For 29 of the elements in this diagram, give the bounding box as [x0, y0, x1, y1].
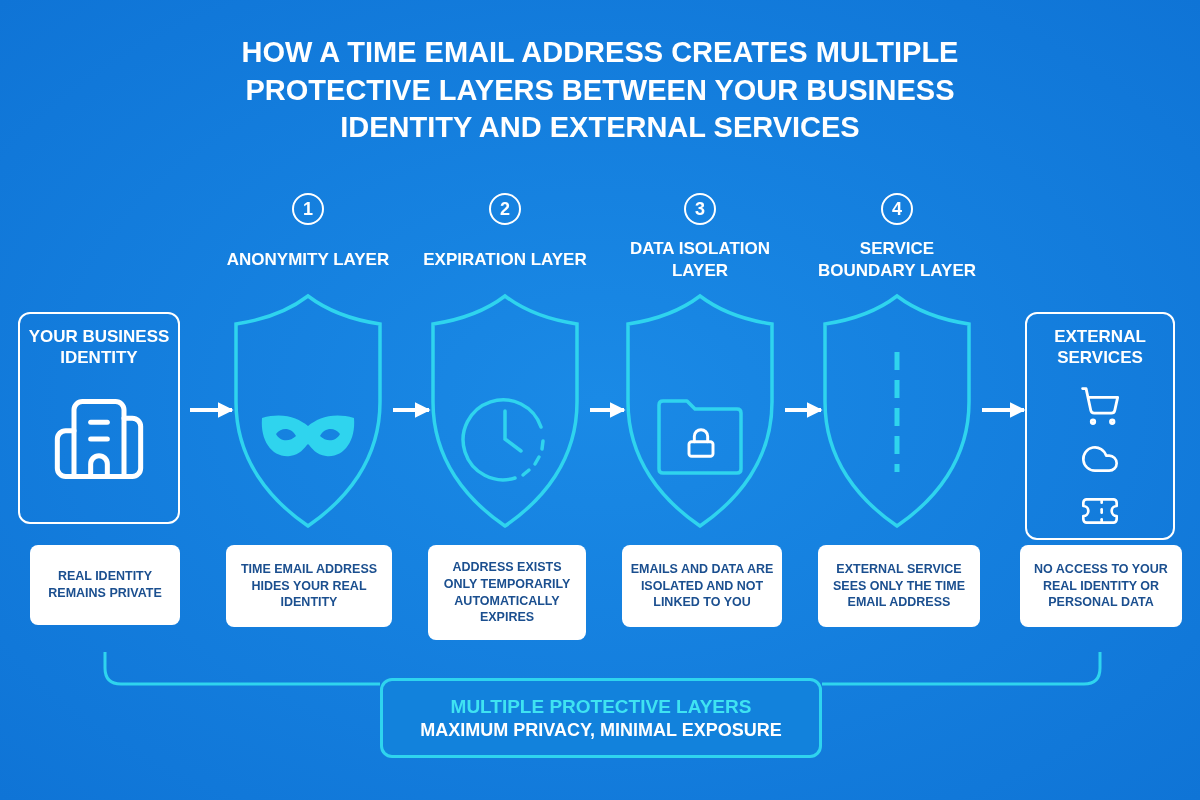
arrow [982, 402, 1026, 418]
summary-box [380, 678, 822, 758]
caption-card [818, 545, 980, 627]
caption-text: ADDRESS EXISTS ONLY TEMPORARILY AUTOMATICALLY EXPIRES [442, 558, 572, 627]
panel-heading: EXTERNAL SERVICES [1053, 326, 1147, 369]
panel-heading: YOUR BUSINESS IDENTITY [27, 326, 171, 369]
identity-panel [18, 312, 180, 524]
caption-card [226, 545, 392, 627]
layer-heading: SERVICE BOUNDARY LAYER [816, 237, 978, 282]
caption-card [428, 545, 586, 640]
arrow [393, 402, 431, 418]
caption-text: REAL IDENTITY REMAINS PRIVATE [47, 568, 163, 602]
caption-text: TIME EMAIL ADDRESS HIDES YOUR REAL IDENTITY [239, 560, 379, 612]
layer-heading: DATA ISOLATION LAYER [628, 237, 772, 282]
caption-card [622, 545, 782, 627]
caption-text: EMAILS AND DATA ARE ISOLATED AND NOT LINKED TO YOU [630, 560, 774, 612]
caption-card [1020, 545, 1182, 627]
caption-text: NO ACCESS TO YOUR REAL IDENTITY OR PERSONAL DATA [1033, 560, 1169, 612]
diagram-title: HOW A TIME EMAIL ADDRESS CREATES MULTIPLE PROTECTIVE LAYERS BETWEEN YOUR BUSINESS IDENTITY AND EXTERNAL SERVICES [240, 35, 960, 146]
arrow [590, 402, 626, 418]
summary-heading: MULTIPLE PROTECTIVE LAYERS [450, 694, 752, 719]
caption-text: EXTERNAL SERVICE SEES ONLY THE TIME EMAIL ADDRESS [832, 560, 966, 612]
arrow [190, 402, 234, 418]
layer-heading: EXPIRATION LAYER [423, 248, 587, 271]
caption-card [30, 545, 180, 625]
identity-panel [1025, 312, 1175, 540]
arrow [785, 402, 823, 418]
layer-heading: ANONYMITY LAYER [226, 248, 390, 271]
summary-subtitle: MAXIMUM PRIVACY, MINIMAL EXPOSURE [420, 718, 782, 742]
